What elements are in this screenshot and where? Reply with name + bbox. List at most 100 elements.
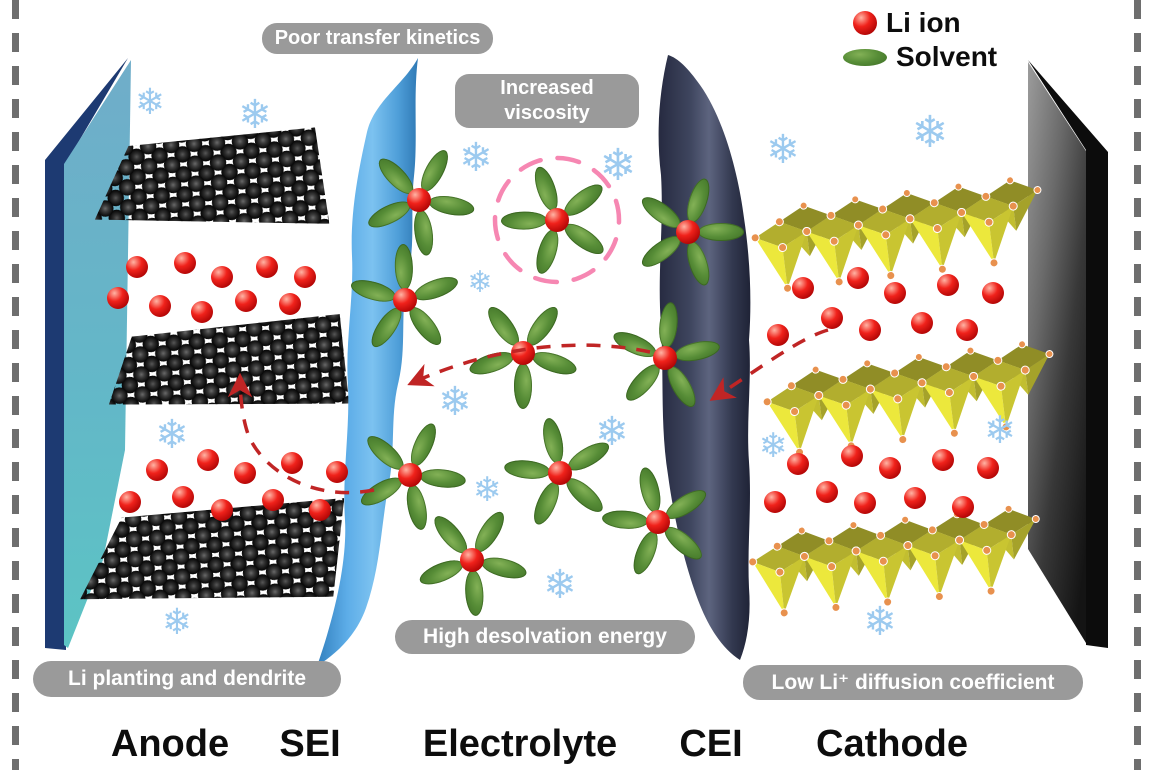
li-ion (107, 287, 129, 309)
snowflake-icon: ❄ (472, 470, 502, 510)
snowflake-icon: ❄ (911, 107, 949, 158)
legend-li-ion-label: Li ion (886, 7, 961, 38)
snowflake-icon: ❄ (543, 562, 577, 608)
solvent-molecule (532, 226, 563, 277)
li-ion (956, 319, 978, 341)
legend-solvent-label: Solvent (896, 41, 998, 72)
snowflake-icon: ❄ (438, 379, 472, 425)
li-ion (326, 461, 348, 483)
solvated-li-cluster (500, 413, 620, 533)
li-ion (460, 548, 484, 572)
solvent-icon (843, 48, 887, 66)
li-ion (854, 492, 876, 514)
li-ion (911, 312, 933, 334)
snowflake-icon: ❄ (766, 127, 800, 173)
solvent-molecule (427, 192, 476, 219)
li-ion (952, 496, 974, 518)
li-ion (904, 487, 926, 509)
solvated-li-cluster (463, 293, 583, 413)
solvent-molecule (466, 347, 517, 379)
li-ion (146, 459, 168, 481)
label-electrolyte: Electrolyte (422, 723, 618, 765)
solvent-molecule (419, 467, 467, 490)
solvent-molecule (672, 337, 722, 365)
li-ion (126, 256, 148, 278)
li-ion (197, 449, 219, 471)
solvent-molecule (514, 363, 532, 409)
snowflake-icon: ❄ (467, 265, 493, 300)
snowflake-icon: ❄ (459, 135, 493, 181)
solvent-molecule (530, 164, 563, 214)
solvent-molecule (635, 465, 665, 515)
li-ion (821, 307, 843, 329)
li-ion (407, 188, 431, 212)
solvent-molecule (657, 301, 680, 349)
li-ion (119, 491, 141, 513)
li-ion (787, 453, 809, 475)
solvent-molecule (682, 175, 714, 226)
solvent-molecule (411, 272, 461, 306)
legend-row-li-ion: Li ion (840, 6, 997, 40)
li-ion (548, 461, 572, 485)
li-ion (792, 277, 814, 299)
li-ion (211, 266, 233, 288)
li-ion-icon (853, 11, 877, 35)
li-ion (841, 445, 863, 467)
badge-poor-transfer-kinetics: Poor transfer kinetics (262, 23, 493, 54)
solvent-molecule (698, 223, 744, 241)
snowflake-icon: ❄ (238, 92, 272, 138)
solvent-molecule (539, 416, 567, 466)
solvated-li-cluster (605, 298, 725, 418)
li-ion (764, 491, 786, 513)
snowflake-icon: ❄ (758, 426, 788, 466)
label-sei: SEI (279, 723, 341, 765)
li-ion (149, 295, 171, 317)
li-ion (859, 319, 881, 341)
snowflake-icon: ❄ (599, 140, 637, 191)
solvent-molecule (529, 478, 565, 528)
solvent-molecule (479, 553, 529, 583)
li-ion (191, 301, 213, 323)
solvent-molecule (682, 238, 714, 289)
solvent-molecule (394, 243, 414, 291)
li-ion (646, 510, 670, 534)
solvated-li-cluster (412, 500, 532, 620)
snowflake-icon: ❄ (155, 412, 189, 458)
legend: Li ion Solvent (840, 6, 997, 74)
li-ion (932, 449, 954, 471)
li-ion (879, 457, 901, 479)
li-ion (816, 481, 838, 503)
li-ion (653, 346, 677, 370)
badge-increased-viscosity: Increased viscosity (455, 74, 639, 128)
solvated-li-cluster (628, 172, 748, 292)
li-ion (884, 282, 906, 304)
li-ion (235, 290, 257, 312)
solvent-molecule (529, 347, 580, 379)
li-ion (279, 293, 301, 315)
li-ion (982, 282, 1004, 304)
solvent-molecule (500, 211, 548, 230)
badge-low-li-diffusion-coefficient: Low Li⁺ diffusion coefficient (743, 665, 1083, 700)
li-ion (174, 252, 196, 274)
li-ion (294, 266, 316, 288)
li-ion (398, 463, 422, 487)
li-ion (211, 499, 233, 521)
li-ion (545, 208, 569, 232)
solvent-molecule (601, 509, 649, 531)
badge-li-planting-and-dendrite: Li planting and dendrite (33, 661, 341, 697)
li-ion (309, 499, 331, 521)
snowflake-icon: ❄ (134, 82, 166, 123)
right-dashed-border (1134, 0, 1141, 770)
solvated-li-cluster (345, 240, 465, 360)
li-ion (767, 324, 789, 346)
li-ion (234, 462, 256, 484)
snowflake-icon: ❄ (863, 599, 897, 645)
left-dashed-border (12, 0, 19, 770)
li-ion (847, 267, 869, 289)
badge-high-desolvation-energy: High desolvation energy (395, 620, 695, 654)
solvent-molecule (348, 275, 398, 306)
label-cei: CEI (679, 723, 743, 765)
li-ion (393, 288, 417, 312)
solvent-molecule (416, 555, 467, 590)
